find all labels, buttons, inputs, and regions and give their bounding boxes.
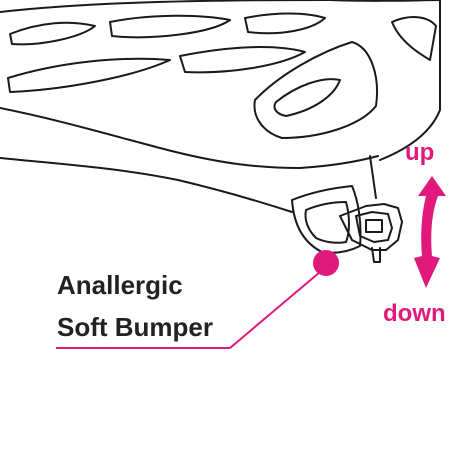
helmet-vent — [9, 21, 96, 46]
direction-label-down: down — [383, 300, 446, 327]
adjuster-detail — [355, 211, 393, 243]
helmet-vent — [244, 12, 326, 35]
direction-label-up: up — [405, 139, 435, 166]
callout-leader — [56, 271, 321, 349]
adjuster-arm — [339, 203, 403, 251]
adjuster-stem — [371, 247, 381, 263]
helmet-vent — [7, 57, 171, 93]
helmet-vent — [109, 14, 231, 39]
helmet-brim-edge — [369, 155, 377, 199]
helmet-side-vent — [273, 78, 341, 117]
helmet-brim-inner — [0, 157, 293, 213]
helmet-brim — [0, 107, 379, 169]
cradle-inner — [304, 201, 350, 244]
helmet-side-pod — [253, 41, 378, 139]
up-down-arrow — [414, 176, 446, 288]
adjuster-slider — [365, 219, 383, 233]
helmet-shell-outline — [0, 0, 331, 13]
cradle-outline — [291, 185, 362, 254]
helmet-vent — [391, 16, 437, 61]
helmet-shell-right — [329, 0, 441, 161]
bumper-marker-dot — [313, 250, 339, 276]
callout-label-line1: Anallergic — [57, 270, 183, 300]
helmet-vent — [179, 46, 306, 74]
callout-label-line2: Soft Bumper — [57, 312, 213, 342]
